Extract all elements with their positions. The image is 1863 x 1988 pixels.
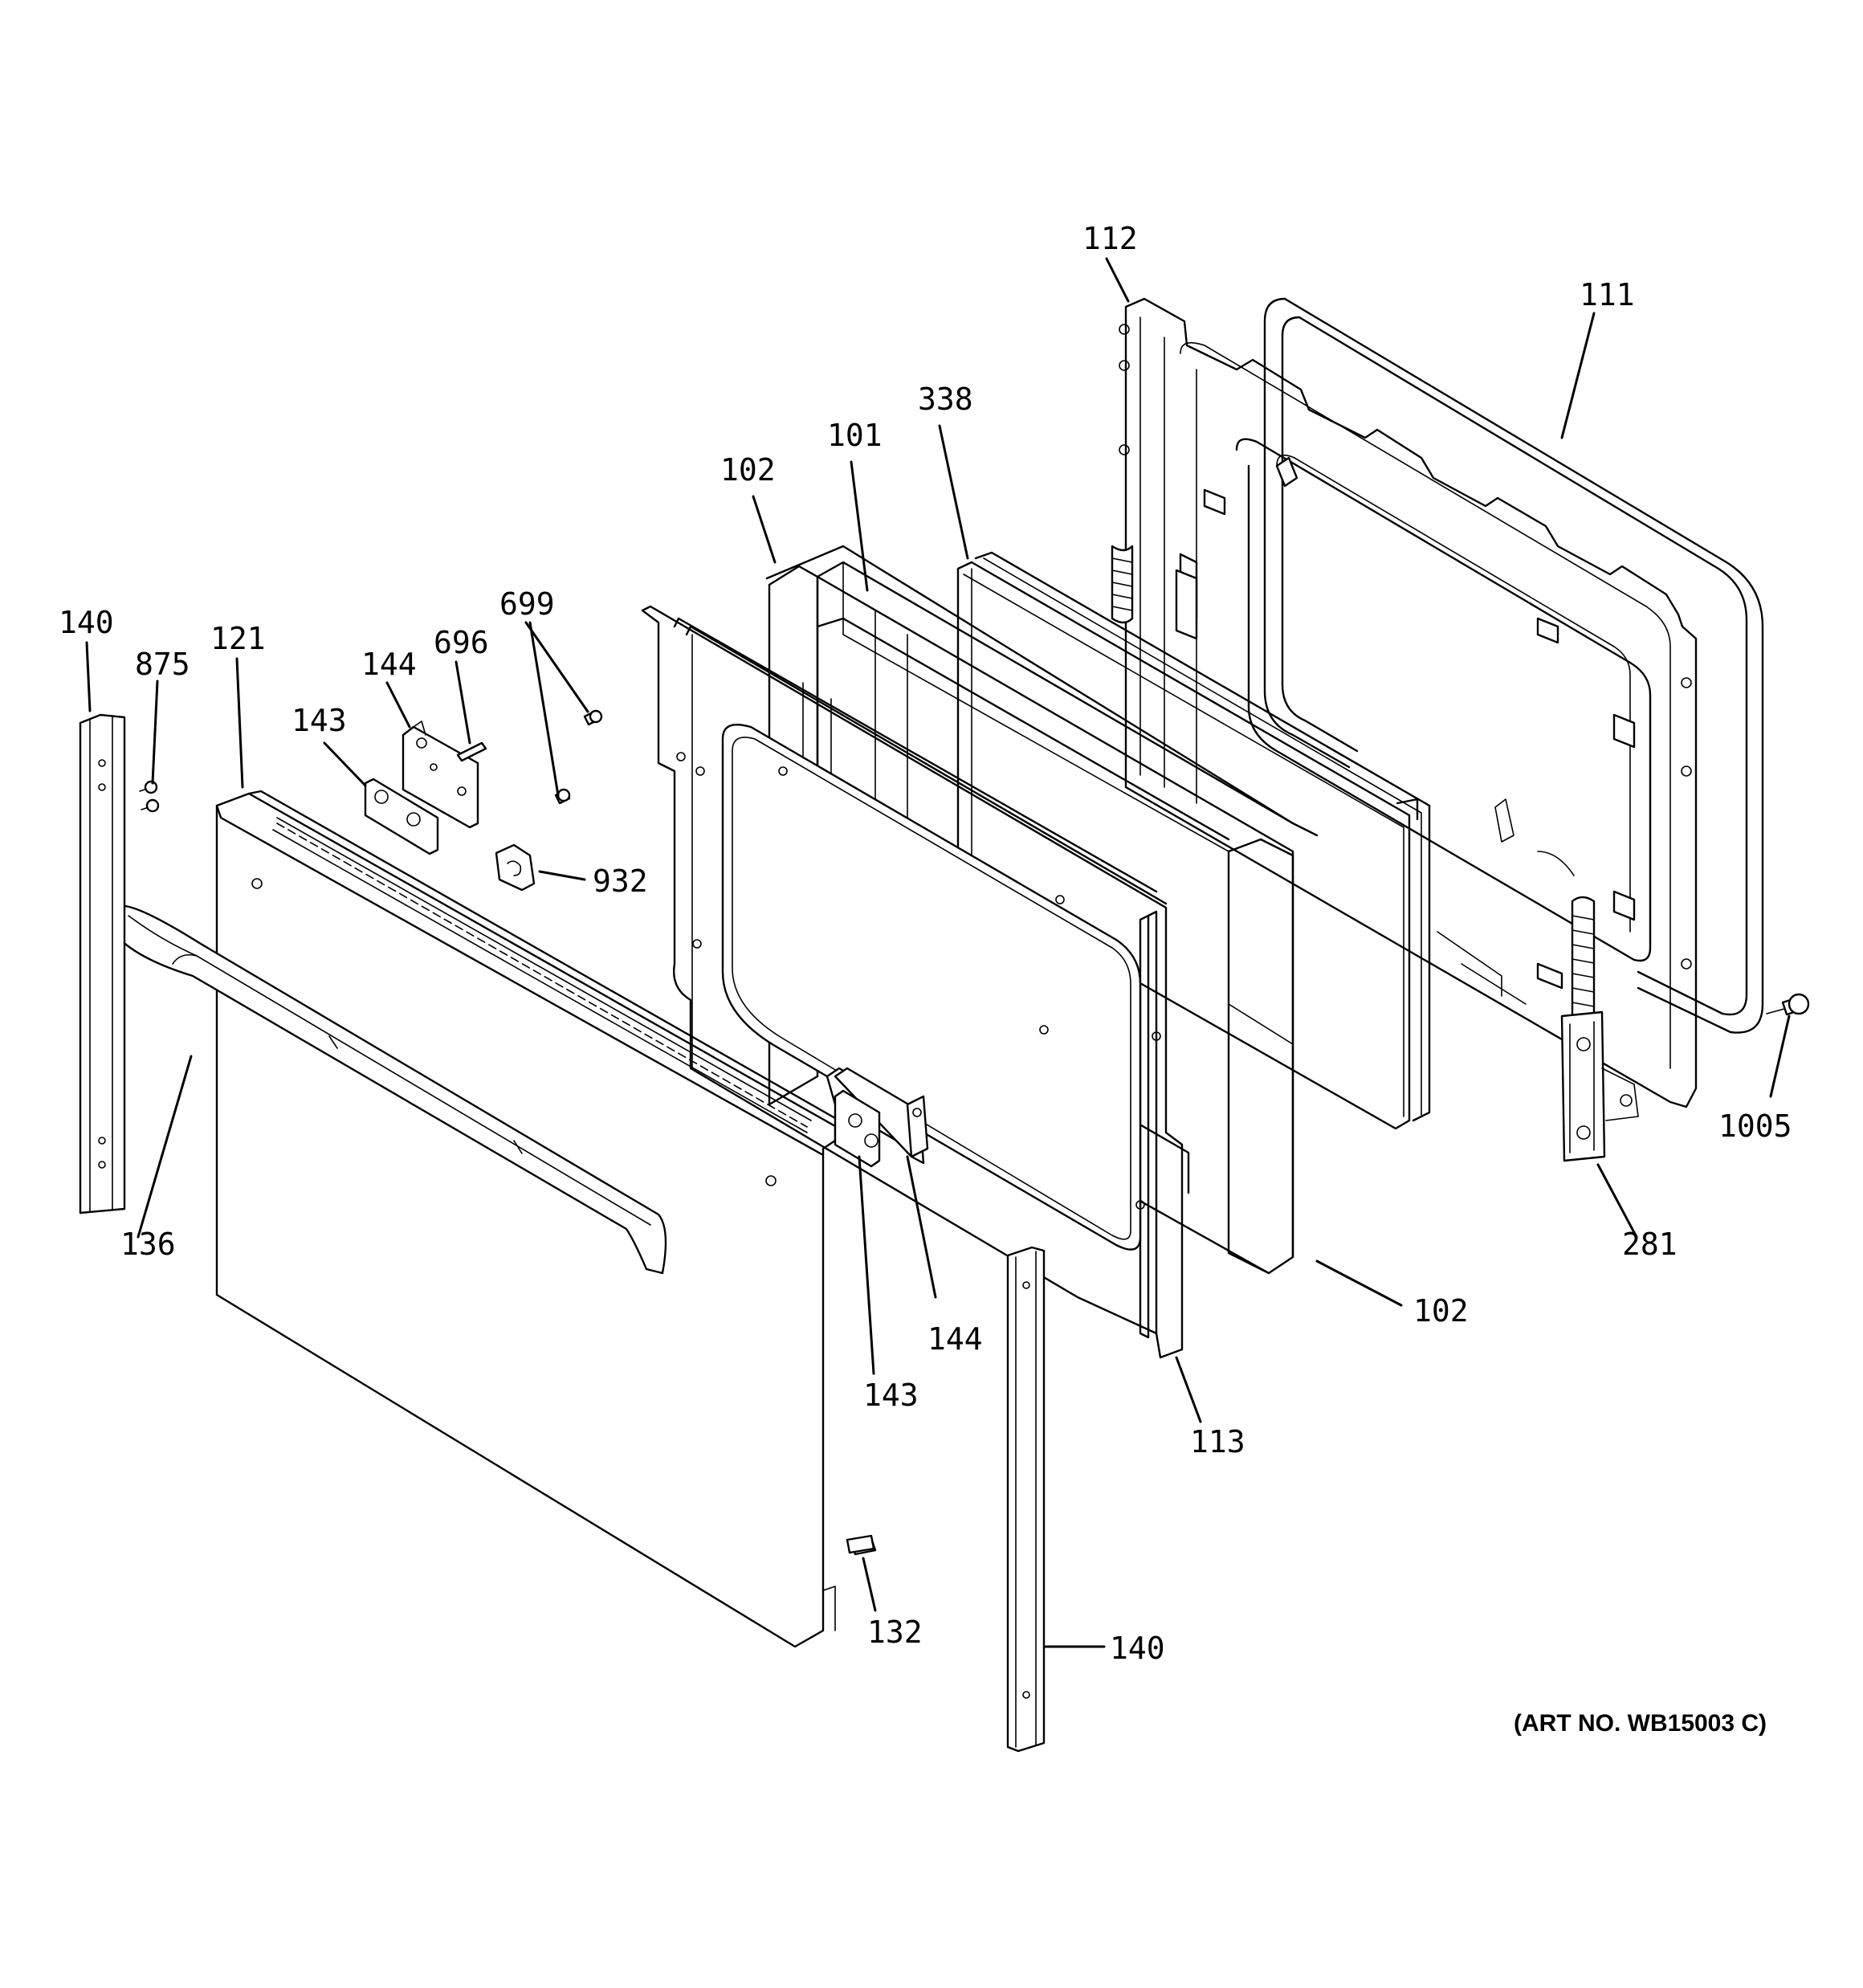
callout-111: 111 [1580, 277, 1635, 312]
callout-696: 696 [434, 625, 489, 660]
callout-102-bottom: 102 [1413, 1293, 1469, 1329]
part-875-screws [139, 780, 160, 813]
callout-labels: 112 111 338 101 102 699 140 875 121 144 … [59, 221, 1792, 1666]
callout-143-bottom: 143 [863, 1378, 919, 1413]
art-number: (ART NO. WB15003 C) [1514, 1710, 1767, 1737]
part-112-inner-door-frame [1111, 297, 1698, 1108]
callout-338: 338 [918, 382, 973, 417]
leader-lines [85, 257, 1791, 1648]
part-1005-screw [1766, 993, 1810, 1016]
part-143-144-brackets-bottom [826, 1067, 929, 1168]
callout-1005: 1005 [1718, 1108, 1792, 1144]
part-699-screws [554, 709, 603, 805]
part-113-door-liner [641, 605, 1184, 1359]
part-140-trim-left [79, 713, 126, 1214]
callout-101: 101 [827, 418, 883, 453]
callout-144-bottom: 144 [927, 1321, 983, 1357]
part-121-outer-door [215, 790, 877, 1648]
callout-136: 136 [120, 1227, 176, 1262]
callout-281: 281 [1622, 1227, 1678, 1262]
part-696-pin [456, 741, 487, 762]
part-132-label [846, 1534, 875, 1554]
part-140-trim-bottom [1006, 1246, 1046, 1753]
part-281-hinge [1560, 896, 1639, 1162]
callout-932: 932 [593, 863, 648, 899]
callout-699: 699 [499, 586, 555, 622]
part-144-bracket-top [402, 720, 479, 829]
part-136-handle [112, 904, 667, 1275]
callout-140-left: 140 [59, 605, 114, 640]
part-111-door-gasket [1263, 297, 1764, 1034]
callout-132: 132 [867, 1614, 923, 1650]
callout-140-bottom: 140 [1110, 1631, 1165, 1666]
part-102-spacer-top [765, 545, 1319, 837]
callout-143-top: 143 [291, 703, 347, 738]
callout-102-top: 102 [720, 452, 776, 488]
callout-113: 113 [1190, 1424, 1245, 1459]
part-932-clip [495, 843, 536, 892]
callout-121: 121 [210, 621, 266, 656]
callout-875: 875 [135, 647, 190, 682]
callout-112: 112 [1082, 221, 1138, 256]
part-143-bracket-top [364, 778, 439, 855]
callout-144-top: 144 [361, 647, 417, 682]
